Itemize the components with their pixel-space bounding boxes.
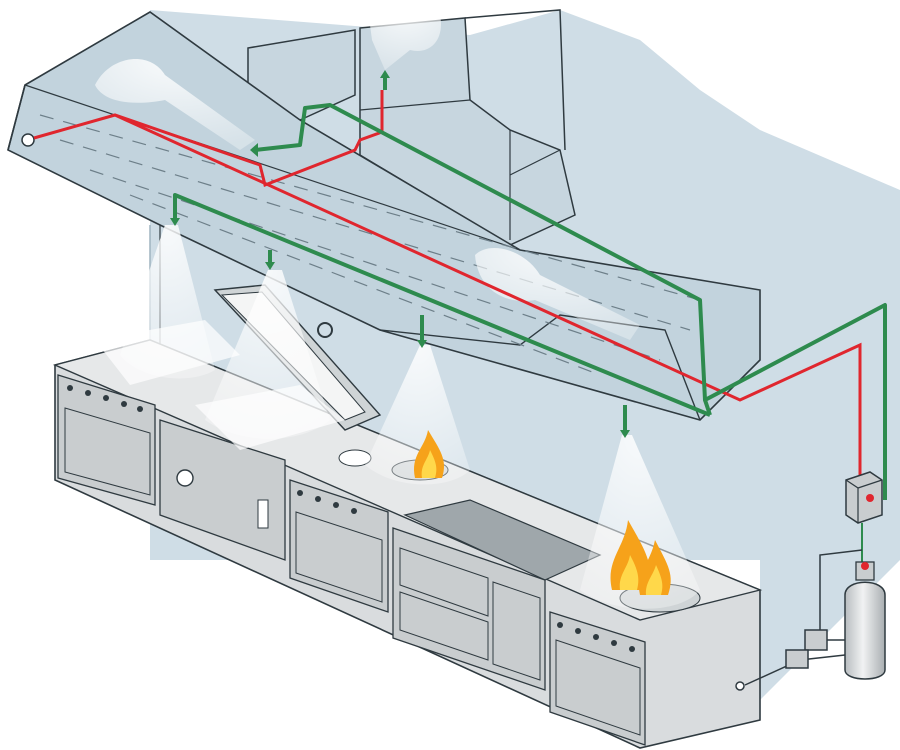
agent-distribution-pipe: [173, 75, 887, 500]
detection-cable: [33, 95, 862, 490]
agent-cylinder: [844, 561, 886, 680]
fire-icon: [413, 430, 445, 478]
discharge-nozzle-icons: [170, 70, 630, 438]
control-box: [845, 471, 883, 524]
appliance-spray-plumes: [95, 225, 700, 609]
fusible-link-icon: [21, 133, 35, 147]
range-oven-1: [57, 374, 156, 506]
control-box-indicator-icon: [866, 494, 874, 502]
fryer-dial-icon: [176, 469, 194, 487]
fryer-lid-handle-icon: [317, 322, 333, 338]
supply-piping: [735, 549, 863, 691]
duct-spray-plumes: [95, 6, 640, 340]
fire-icon-2: [610, 520, 671, 595]
cylinder-valve-icon: [861, 562, 869, 570]
